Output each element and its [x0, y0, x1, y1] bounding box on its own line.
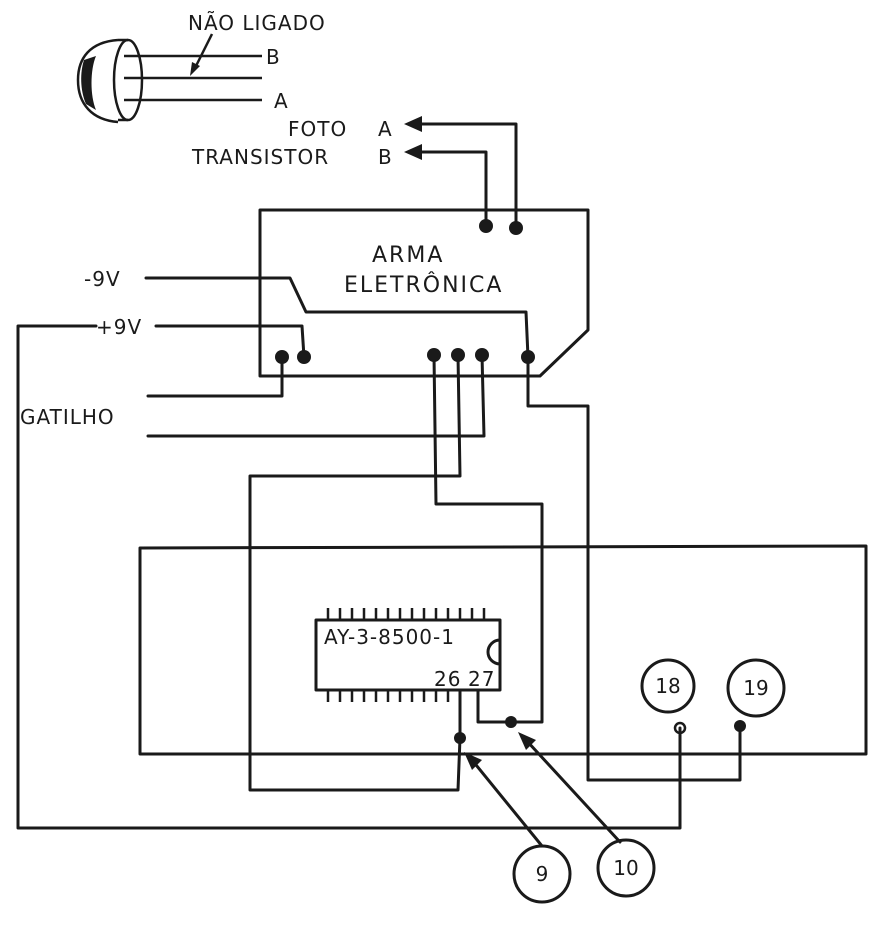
eletronica-label: ELETRÔNICA	[344, 272, 503, 298]
pin-wire-b	[432, 353, 544, 724]
foto-a-label: A	[378, 117, 393, 141]
transistor-label: TRANSISTOR	[191, 145, 329, 169]
minus9v-label: -9V	[84, 267, 121, 291]
callout-18: 18	[640, 658, 696, 735]
pin-wire-a	[248, 353, 462, 792]
callout-18-label: 18	[655, 674, 680, 698]
phototransistor	[76, 38, 262, 124]
plus9v-label: +9V	[96, 315, 142, 339]
gatilho-label: GATILHO	[20, 405, 115, 429]
callout-10: 10	[518, 732, 656, 898]
foto-wires	[404, 116, 518, 228]
plus9v-wire	[16, 324, 682, 830]
pin26-label: 26	[434, 667, 461, 691]
gatilho-wire-2	[146, 353, 486, 438]
minus9v-wire	[144, 276, 530, 359]
not-connected-arrow	[190, 33, 214, 76]
transistor-b-label: B	[378, 145, 393, 169]
callout-9: 9	[464, 752, 572, 904]
pin27-label: 27	[468, 667, 495, 691]
arma-label: ARMA	[372, 243, 444, 268]
chip-ay-3-8500	[314, 608, 517, 744]
callout-10-label: 10	[613, 856, 638, 880]
callout-9-label: 9	[536, 862, 549, 886]
foto-label: FOTO	[288, 117, 347, 141]
nao-ligado-label: NÃO LIGADO	[188, 11, 326, 35]
console-box	[138, 544, 868, 756]
gatilho-wire-1	[146, 355, 284, 398]
phototransistor-pin-a-label: A	[274, 89, 289, 113]
pin-wire-c	[526, 355, 742, 782]
phototransistor-pin-b-label: B	[266, 45, 281, 69]
callout-19: 19	[726, 658, 786, 732]
callout-19-label: 19	[743, 676, 768, 700]
chip-label: AY-3-8500-1	[324, 625, 455, 649]
